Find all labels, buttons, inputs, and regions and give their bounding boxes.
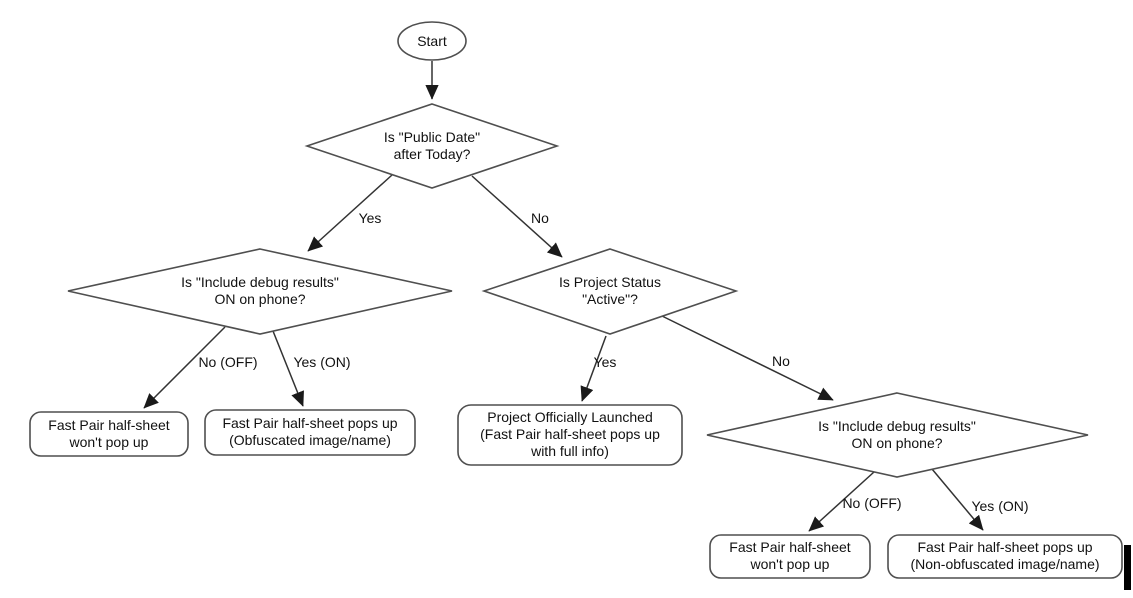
result-launched-label: Project Officially Launched (Fast Pair h… [480, 409, 660, 459]
arrow-debug-right-no [808, 471, 875, 532]
edge-label-public-date-no: No [531, 209, 549, 226]
result-obfuscated-label: Fast Pair half-sheet pops up (Obfuscated… [222, 415, 398, 448]
edge-label-debug-left-no: No (OFF) [198, 353, 258, 370]
decision-debug-left-shape [67, 248, 453, 335]
edge-label-public-date-yes: Yes [358, 209, 382, 226]
decision-project-status-shape [481, 248, 739, 335]
edge-label-debug-right-yes: Yes (ON) [971, 497, 1029, 514]
arrow-debug-right-yes [931, 468, 984, 531]
result-non-obfuscated-shape [887, 534, 1123, 579]
decision-debug-right-shape [706, 392, 1089, 478]
text-cursor-bar [1124, 545, 1131, 590]
arrow-project-status-yes [580, 335, 607, 402]
result-no-popup-right-shape [709, 534, 871, 579]
result-non-obfuscated-label: Fast Pair half-sheet pops up (Non-obfusc… [910, 539, 1100, 572]
arrow-public-date-yes [307, 174, 393, 252]
edge-label-debug-right-no: No (OFF) [842, 494, 902, 511]
result-no-popup-right-label: Fast Pair half-sheet won't pop up [729, 539, 851, 572]
decision-debug-left-label: Is "Include debug results" ON on phone? [181, 274, 339, 307]
result-obfuscated-shape [204, 409, 416, 456]
edge-label-debug-left-yes: Yes (ON) [293, 353, 351, 370]
edge-label-project-status-yes: Yes [593, 353, 617, 370]
decision-project-status-label: Is Project Status "Active"? [559, 274, 661, 307]
decision-public-date-label: Is "Public Date" after Today? [383, 129, 481, 162]
start-terminator-shape [397, 21, 467, 61]
edge-label-project-status-no: No [772, 352, 790, 369]
arrow-project-status-no [661, 315, 834, 401]
start-label: Start [417, 32, 447, 49]
result-no-popup-left-shape [29, 411, 189, 457]
arrow-debug-left-no [143, 326, 226, 409]
result-no-popup-left-label: Fast Pair half-sheet won't pop up [48, 417, 170, 450]
decision-public-date-shape [304, 103, 560, 189]
arrow-debug-left-yes [272, 330, 304, 407]
result-launched-shape [457, 404, 683, 466]
decision-debug-right-label: Is "Include debug results" ON on phone? [818, 418, 976, 451]
arrow-public-date-no [471, 175, 563, 258]
